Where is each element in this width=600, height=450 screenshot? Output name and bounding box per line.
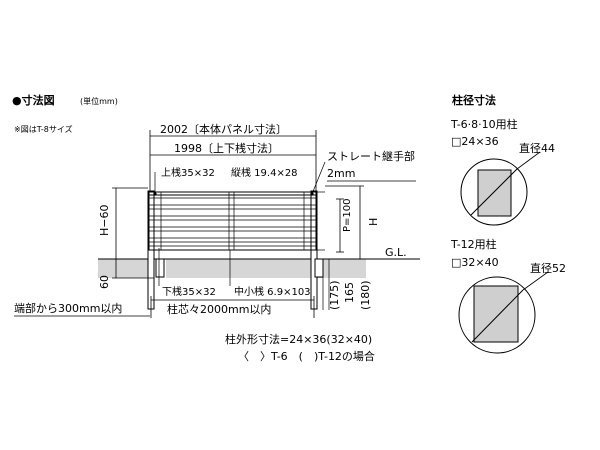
post-2-size: □32×40 bbox=[451, 256, 499, 269]
post-1-diameter: 直径44 bbox=[519, 141, 555, 155]
post-size-note: 〈 〉T-6 ( )T-12の場合 bbox=[238, 349, 375, 363]
depth-180-label: (180) bbox=[359, 280, 372, 310]
post-size-title: 柱径寸法 bbox=[452, 93, 496, 107]
right-dimensions bbox=[325, 185, 364, 259]
panel-dimension: 2002〔本体パネル寸法〕 bbox=[160, 122, 287, 136]
figure-note: ※図はT-8サイズ bbox=[14, 124, 73, 134]
post-1-title: T-6·8·10用柱 bbox=[450, 117, 518, 131]
joint-gap-label: 2mm bbox=[327, 167, 355, 180]
post-2-diameter: 直径52 bbox=[530, 261, 566, 275]
end-distance-label: 端部から300mm以内 bbox=[14, 301, 122, 315]
left-height-dimension bbox=[112, 187, 154, 279]
top-dimensions bbox=[149, 130, 317, 192]
section-title: ●寸法図 bbox=[12, 93, 55, 107]
mid-bar-label: 中小桟 6.9×103 bbox=[234, 285, 311, 298]
post-1-size: □24×36 bbox=[451, 135, 499, 148]
gap-60-label: 60 bbox=[98, 275, 111, 289]
post-detail-1: T-6·8·10用柱 □24×36 直径44 bbox=[450, 117, 555, 226]
rail-dimension: 1998〔上下桟寸法〕 bbox=[174, 141, 279, 155]
post-outer-size: 柱外形寸法=24×36(32×40) bbox=[225, 332, 372, 346]
post-spacing-dimension bbox=[150, 296, 315, 318]
height-minus-60-label: H−60 bbox=[98, 205, 111, 237]
depth-175-label: (175) bbox=[328, 280, 341, 310]
post-spacing-label: 柱芯々2000mm以内 bbox=[167, 302, 271, 316]
top-rail-label: 上桟35×32 bbox=[161, 166, 215, 179]
ground-band bbox=[98, 258, 420, 278]
joint-label: ストレート継手部 bbox=[327, 149, 415, 163]
right-foundation bbox=[314, 258, 324, 278]
post-detail-2: T-12用柱 □32×40 直径52 bbox=[450, 237, 566, 354]
vertical-bar-label: 縦桟 19.4×28 bbox=[231, 166, 298, 179]
post-2-title: T-12用柱 bbox=[450, 237, 497, 251]
depth-165-label: 165 bbox=[343, 282, 356, 303]
embed-depth-dimensions bbox=[322, 259, 330, 310]
fence-panel bbox=[148, 191, 325, 251]
units-note: (単位mm) bbox=[80, 96, 118, 106]
height-label: H bbox=[367, 218, 380, 226]
bottom-rail-label: 下桟35×32 bbox=[162, 285, 216, 298]
left-foundation bbox=[155, 258, 165, 278]
ground-level-label: G.L. bbox=[385, 246, 407, 259]
picket-pitch-label: P=100 bbox=[342, 199, 353, 233]
